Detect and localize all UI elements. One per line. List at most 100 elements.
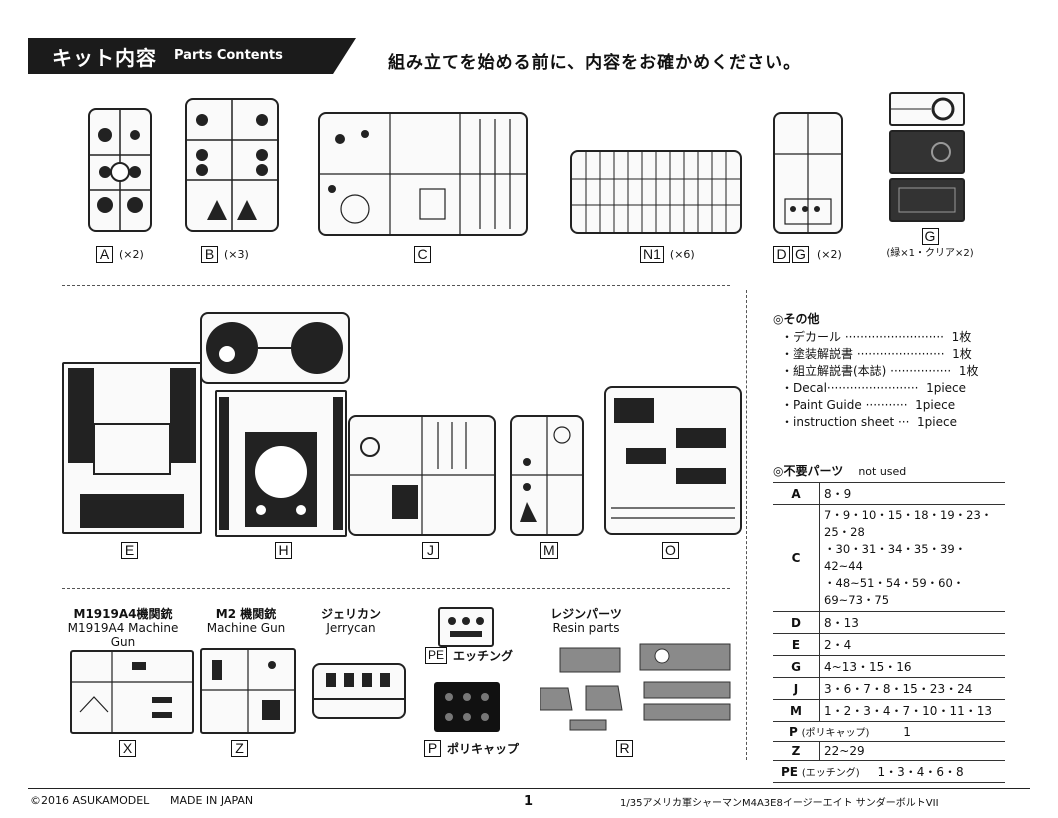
- sprue-e-image: [62, 362, 202, 534]
- sprue-n1-id: N1: [640, 246, 664, 263]
- sprue-x-label: X: [119, 740, 136, 757]
- unused-value: 8・13: [819, 611, 1005, 634]
- sprue-m-image: [510, 415, 584, 536]
- unused-title: ◎不要パーツ: [773, 464, 844, 478]
- sprue-e-id: E: [121, 542, 138, 559]
- unused-value: 4~13・15・16: [819, 655, 1005, 678]
- unused-value: 1・3・4・6・8: [877, 765, 964, 779]
- sprue-g-id: G: [921, 228, 939, 245]
- x-caption-jp: M1919A4機関銃: [73, 607, 173, 621]
- sprue-a-qty: (×2): [119, 248, 144, 261]
- sprue-g-clear-image-1: [889, 130, 965, 174]
- unused-value: 22~29: [819, 741, 1005, 761]
- x-caption: M1919A4機関銃 M1919A4 Machine Gun: [58, 607, 188, 649]
- sprue-b-image: [185, 98, 279, 232]
- unused-value: 2・4: [819, 633, 1005, 656]
- unused-key: Z: [773, 741, 820, 761]
- section-header: キット内容 Parts Contents: [28, 38, 356, 74]
- unused-key: G: [773, 655, 820, 678]
- misc-item: ・Paint Guide ··········· 1piece: [781, 398, 956, 412]
- footer-made-in: MADE IN JAPAN: [170, 794, 254, 807]
- sprue-c-image: [318, 112, 528, 236]
- unused-note: (ポリキャップ): [801, 728, 870, 739]
- sprue-x-image: [70, 650, 194, 734]
- misc-title: ◎その他: [773, 312, 820, 326]
- footer-divider: [28, 788, 1030, 789]
- sprue-e-turret-parts-image: [200, 312, 350, 384]
- z-caption-en: Machine Gun: [206, 621, 286, 635]
- sprue-h-id: H: [275, 542, 292, 559]
- misc-item: ・デカール ·························· 1枚: [781, 330, 972, 344]
- misc-item: ・instruction sheet ··· 1piece: [781, 415, 957, 429]
- sprue-n1-image: [570, 150, 742, 234]
- sprue-c-label: C: [414, 246, 431, 263]
- pe-fret-image: [438, 607, 494, 647]
- sprue-a-image: [88, 108, 152, 232]
- sprue-b-id: B: [201, 246, 218, 263]
- sprue-n1-qty: (×6): [669, 248, 695, 261]
- sprue-g-qty: (緑×1・クリア×2): [886, 248, 974, 259]
- instruction-text: 組み立てを始める前に、内容をお確かめください。: [388, 53, 802, 73]
- unused-key: E: [773, 633, 820, 656]
- unused-key: PE: [781, 765, 798, 779]
- sprue-dg-label: D G (×2): [773, 246, 842, 263]
- sprue-g-id-2: G: [792, 246, 809, 263]
- resin-caption-jp: レジンパーツ: [550, 607, 622, 621]
- sprue-z-label: Z: [231, 740, 248, 757]
- sprue-j-id: J: [422, 542, 439, 559]
- sprue-a-label: A (×2): [96, 246, 144, 263]
- resin-caption: レジンパーツ Resin parts: [546, 607, 626, 635]
- sprue-o-id: O: [662, 542, 679, 559]
- divider-vertical: [746, 290, 747, 760]
- sprue-c-id: C: [414, 246, 431, 263]
- unused-value: 3・6・7・8・15・23・24: [819, 677, 1005, 700]
- misc-item: ・Decal························ 1piece: [781, 381, 967, 395]
- sprue-x-id: X: [119, 740, 136, 757]
- divider-top: [62, 285, 730, 286]
- polycap-id: P: [424, 740, 441, 757]
- sprue-d-id: D: [773, 246, 790, 263]
- section-title-jp: キット内容: [52, 46, 157, 70]
- misc-section: ◎その他 ・デカール ·························· 1枚…: [773, 310, 1003, 431]
- sprue-g-clear-image-2: [889, 178, 965, 222]
- misc-item: ・塗装解説書 ······················· 1枚: [781, 347, 972, 361]
- unused-value: 1・2・3・4・7・10・11・13: [819, 699, 1005, 722]
- sprue-b-label: B (×3): [201, 246, 249, 263]
- unused-key: D: [773, 611, 820, 634]
- jerrycan-caption: ジェリカン Jerrycan: [306, 607, 396, 635]
- unused-note: (エッチング): [801, 768, 860, 779]
- footer-copyright: ©2016 ASUKAMODEL: [30, 794, 150, 807]
- pe-text: エッチング: [453, 649, 514, 663]
- section-title-en: Parts Contents: [174, 48, 283, 63]
- sprue-jerrycan-image: [312, 663, 406, 719]
- sprue-a-id: A: [96, 246, 113, 263]
- unused-title-row: ◎不要パーツ not used: [773, 460, 906, 479]
- sprue-m-label: M: [540, 542, 558, 559]
- unused-key: P: [789, 725, 798, 739]
- divider-middle: [62, 588, 730, 589]
- sprue-o-label: O: [662, 542, 679, 559]
- polycap-image: [434, 682, 500, 732]
- sprue-h-label: H: [275, 542, 292, 559]
- sprue-dg-image: [773, 112, 843, 234]
- sprue-dg-qty: (×2): [817, 248, 842, 261]
- sprue-m-id: M: [540, 542, 558, 559]
- x-caption-en: M1919A4 Machine Gun: [67, 621, 179, 649]
- footer-product: 1/35アメリカ軍シャーマンM4A3E8イージーエイト サンダーボルトVII: [620, 798, 939, 809]
- sprue-j-label: J: [422, 542, 439, 559]
- pe-id: PE: [425, 647, 448, 664]
- z-caption-jp: M2 機関銃: [215, 607, 277, 621]
- resin-parts-image: [539, 638, 740, 736]
- pe-label: PE エッチング: [425, 647, 513, 664]
- sprue-g-label: G (緑×1・クリア×2): [880, 228, 980, 261]
- z-caption: M2 機関銃 Machine Gun: [196, 607, 296, 635]
- table-row: P (ポリキャップ) 1: [773, 721, 1005, 742]
- sprue-e-label: E: [121, 542, 138, 559]
- sprue-g-green-image: [889, 92, 965, 126]
